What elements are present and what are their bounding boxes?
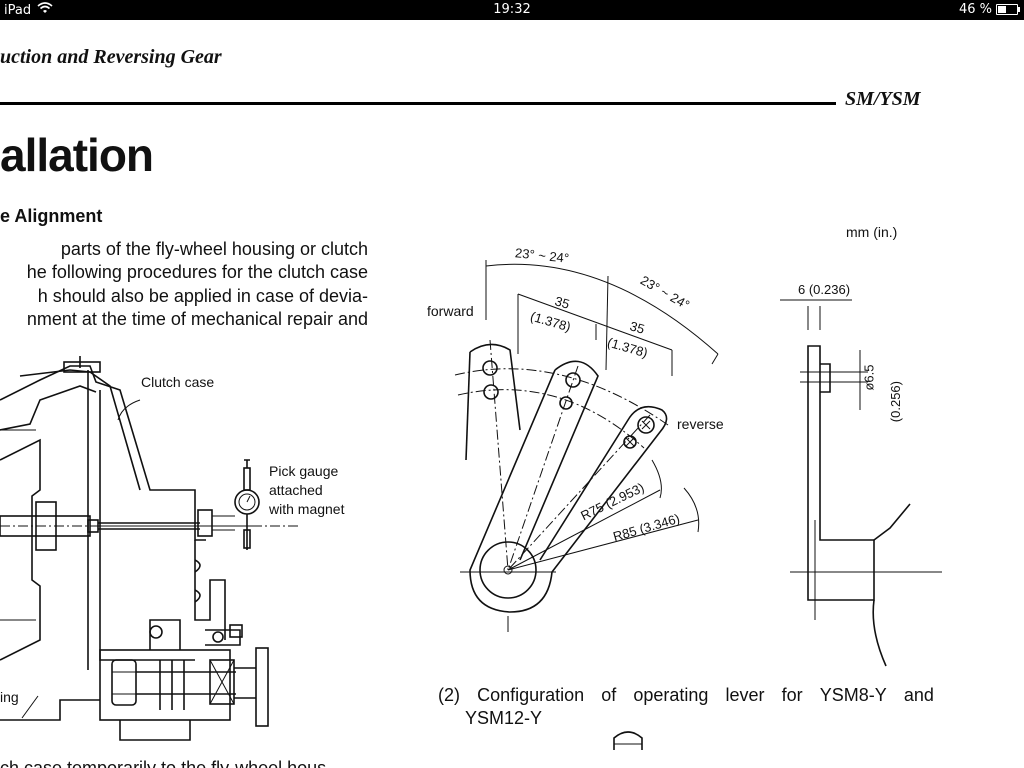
- dimension-label: 6 (0.236): [798, 282, 851, 297]
- body-line: parts of the fly-wheel housing or clutch: [60, 239, 368, 259]
- caption-word: lever: [725, 685, 765, 705]
- label-pick-gauge: with magnet: [269, 501, 345, 517]
- label-pick-gauge: attached: [269, 482, 323, 498]
- caption-word: operating: [633, 685, 709, 705]
- label-clutch-case: Clutch case: [141, 374, 215, 390]
- device-name: iPad: [4, 2, 32, 18]
- battery-level: [998, 6, 1006, 13]
- caption-word: and: [903, 685, 934, 705]
- section-title: allation: [0, 129, 154, 181]
- caption-word: of: [601, 685, 617, 705]
- label-pick-gauge: Pick gauge: [269, 463, 339, 479]
- body-text-bottom: ch case temporarily to the fly-wheel hou…: [0, 758, 327, 768]
- battery-icon: [996, 4, 1020, 15]
- body-line: h should also be applied in case of devi…: [37, 285, 368, 306]
- clock: 19:32: [493, 2, 531, 17]
- status-bar: iPad 19:32 46 %: [0, 0, 1024, 20]
- body-line: nment at the time of mechanical repair a…: [26, 308, 368, 329]
- figure-caption: (2) Configuration of operating lever for…: [438, 684, 934, 730]
- header-rule: [0, 102, 836, 105]
- battery-percent: 46 %: [958, 2, 992, 17]
- chapter-title: uction and Reversing Gear: [0, 46, 222, 68]
- caption-number: (2): [438, 685, 460, 705]
- label-reverse: reverse: [677, 416, 724, 432]
- caption-word: for: [781, 685, 803, 705]
- body-line: he following procedures for the clutch c…: [26, 262, 368, 283]
- model-label: SM/YSM: [845, 88, 921, 110]
- units-label: mm (in.): [846, 224, 898, 240]
- wifi-icon: [37, 2, 53, 18]
- operating-lever-drawing: [454, 260, 942, 667]
- subheading: e Alignment: [0, 206, 103, 226]
- label-forward: forward: [427, 303, 474, 319]
- document-page[interactable]: uction and Reversing Gear SM/YSM allatio…: [0, 20, 1024, 768]
- caption-word: Configuration: [477, 685, 585, 705]
- clutch-case-drawing: [0, 356, 300, 741]
- caption-line: YSM12-Y: [465, 708, 543, 728]
- body-paragraph: parts of the fly-wheel housing or clutch…: [0, 238, 368, 331]
- caption-word: YSM8-Y: [819, 685, 887, 705]
- bolt-drawing: [613, 731, 643, 750]
- label-housing: ing: [0, 689, 19, 705]
